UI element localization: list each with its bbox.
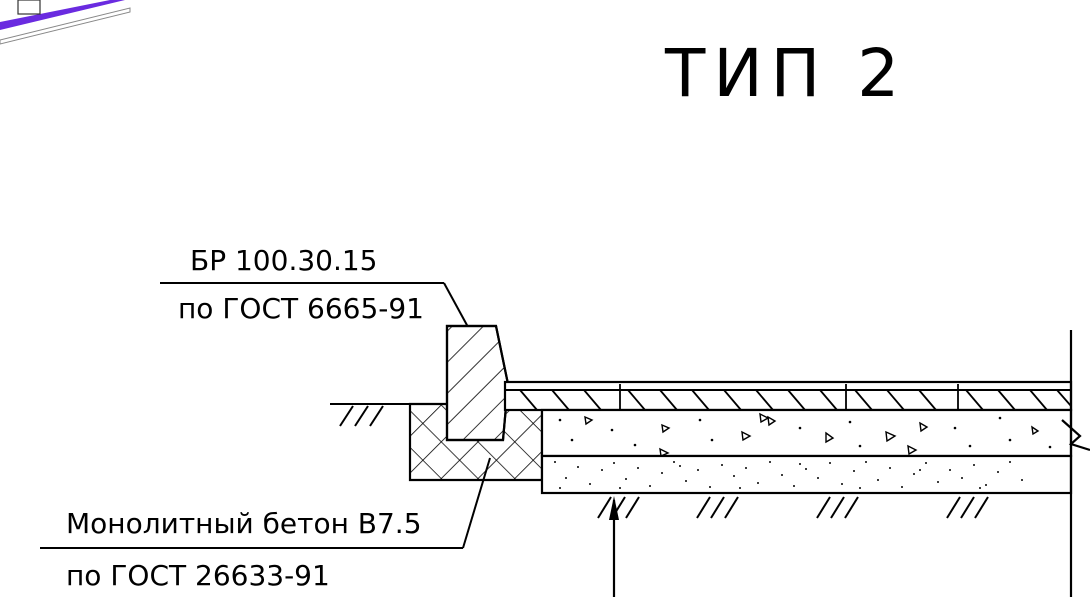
concrete-label-line2: по ГОСТ 26633-91	[66, 559, 330, 592]
curb-stone-hatch	[445, 324, 510, 442]
corner-artifact	[0, 0, 131, 45]
break-line	[1061, 330, 1090, 597]
ground-hatch-left	[339, 405, 384, 427]
paving-layer	[503, 380, 1073, 412]
layers-leader-arrow	[609, 496, 619, 597]
curb-label-line1: БР 100.30.15	[190, 244, 378, 277]
concrete-aggregate	[584, 412, 1040, 458]
sand-layer	[540, 454, 1073, 495]
curb-label: БР 100.30.15 по ГОСТ 6665-91	[160, 244, 487, 361]
concrete-layer	[540, 408, 1073, 458]
curb-label-line2: по ГОСТ 6665-91	[178, 292, 424, 325]
concrete-label: Монолитный бетон В7.5 по ГОСТ 26633-91	[40, 457, 491, 592]
concrete-label-line1: Монолитный бетон В7.5	[66, 507, 422, 540]
drawing-title: ТИП 2	[664, 35, 907, 112]
sand-dots	[554, 461, 1023, 489]
ground-hatch-bottom	[597, 496, 989, 519]
concrete-dots	[558, 416, 1052, 449]
concrete-leader-line	[462, 457, 491, 549]
